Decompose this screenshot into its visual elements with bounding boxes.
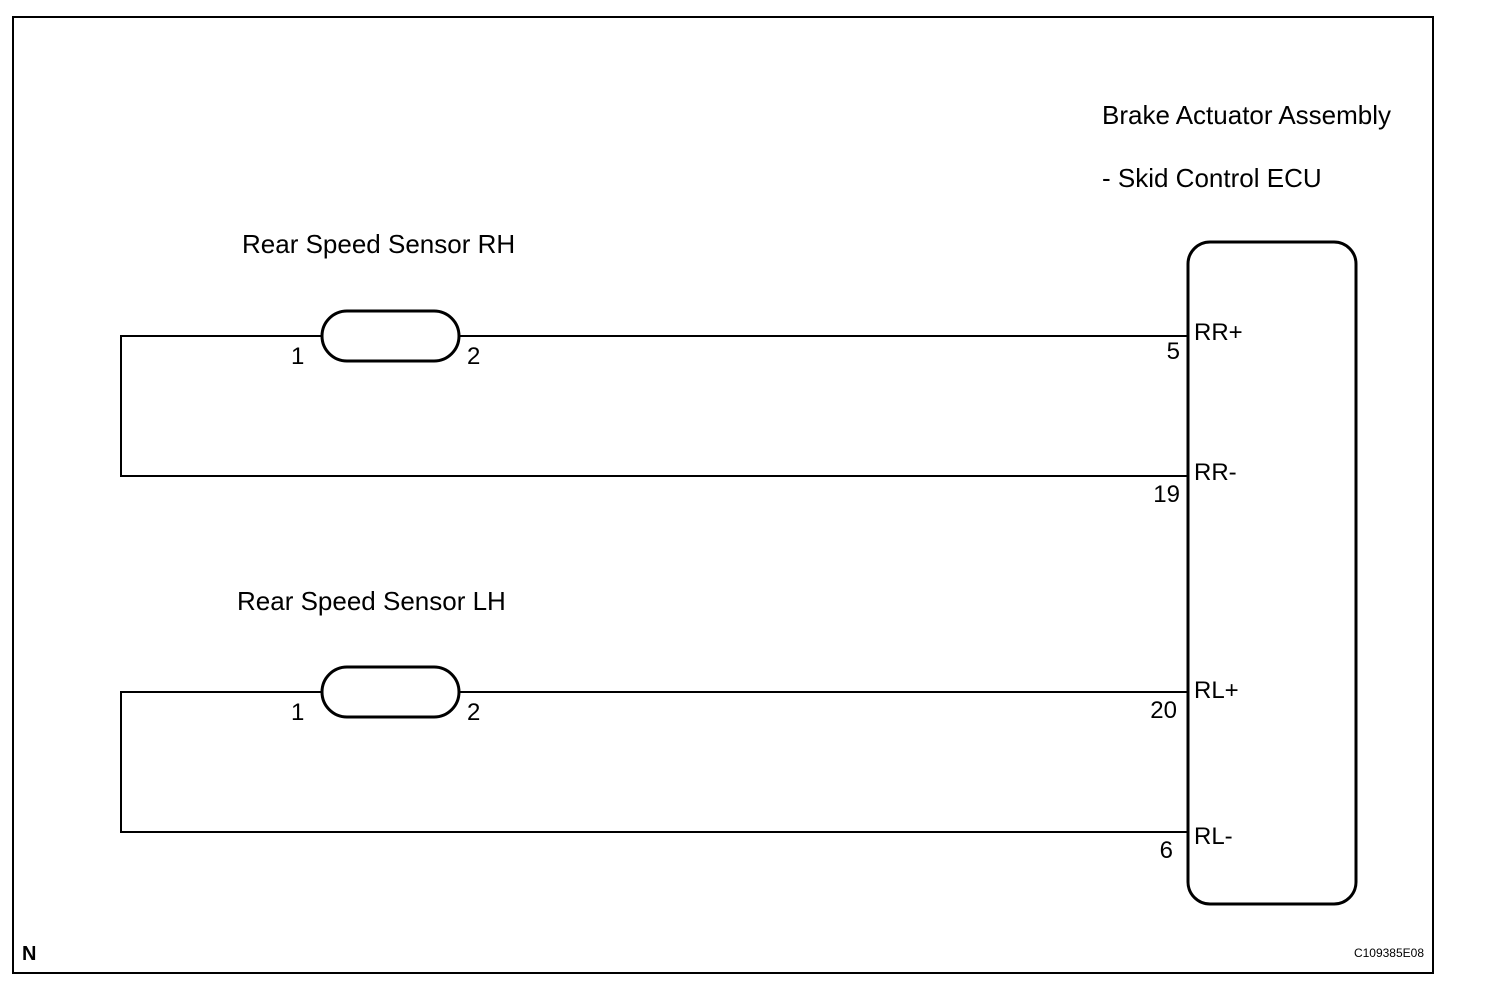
sensor-lh-label: Rear Speed Sensor LH xyxy=(237,586,506,616)
sensor-rh-symbol xyxy=(320,309,461,363)
terminal-rl-plus-name: RL+ xyxy=(1194,677,1239,704)
figure-code: C109385E08 xyxy=(1354,946,1424,960)
ecu-title-line2: - Skid Control ECU xyxy=(1102,163,1322,193)
sensor-lh-pin-2: 2 xyxy=(467,699,480,726)
terminal-rl-minus-pin: 6 xyxy=(1160,837,1173,864)
sensor-lh-symbol xyxy=(320,665,461,719)
wire-rr-minus xyxy=(120,335,1188,477)
terminal-rr-minus-name: RR- xyxy=(1194,459,1237,486)
sensor-rh-label: Rear Speed Sensor RH xyxy=(242,229,515,259)
corner-letter: N xyxy=(22,943,36,965)
terminal-rr-plus-name: RR+ xyxy=(1194,319,1243,346)
terminal-rl-plus-pin: 20 xyxy=(1150,697,1177,724)
sensor-rh-pin-2: 2 xyxy=(467,343,480,370)
wire-rl-minus xyxy=(120,691,1188,833)
ecu-box xyxy=(1186,240,1358,906)
terminal-rl-minus-name: RL- xyxy=(1194,823,1233,850)
terminal-rr-minus-pin: 19 xyxy=(1153,481,1180,508)
sensor-rh-pin-1: 1 xyxy=(291,343,304,370)
sensor-lh-pin-1: 1 xyxy=(291,699,304,726)
diagram-frame xyxy=(12,16,1434,974)
terminal-rr-plus-pin: 5 xyxy=(1167,338,1180,365)
ecu-title-line1: Brake Actuator Assembly xyxy=(1102,100,1391,130)
